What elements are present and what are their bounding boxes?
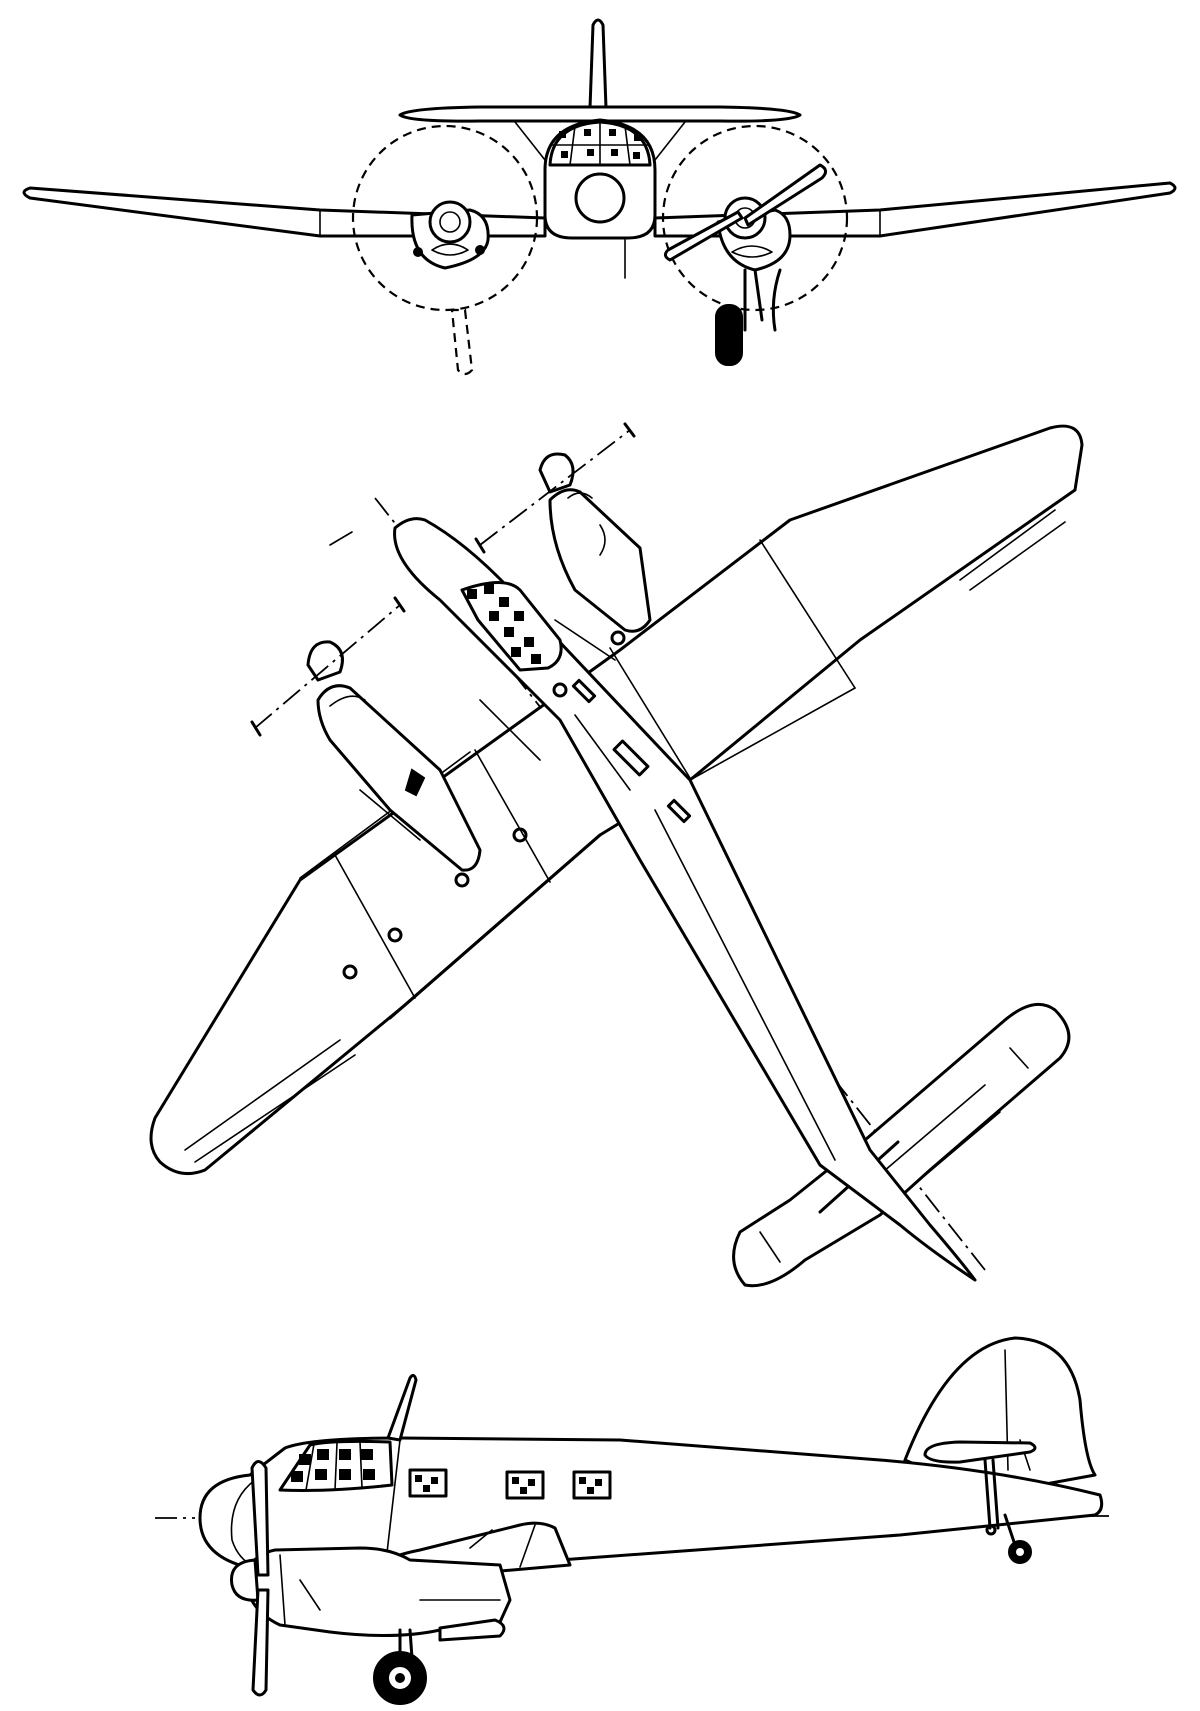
top-left-propeller-arc <box>254 604 401 729</box>
front-nose <box>574 172 626 224</box>
front-fin <box>588 18 608 110</box>
front-right-propeller-disc <box>661 124 849 312</box>
side-antenna-mast <box>386 1373 418 1442</box>
front-left-gear-retracted <box>450 308 474 376</box>
front-left-propeller-disc <box>351 124 539 312</box>
top-cockpit-frames <box>467 584 541 664</box>
top-cockpit-glazing <box>460 581 563 672</box>
top-left-engine-nacelle <box>316 684 482 872</box>
front-right-wheel <box>715 304 743 366</box>
top-tailplane <box>732 1002 1071 1288</box>
side-tailplane <box>923 1440 1037 1464</box>
side-cockpit-frames <box>291 1449 375 1482</box>
front-view <box>22 18 1177 376</box>
side-spinner <box>229 1558 260 1602</box>
top-right-spinner <box>538 452 575 494</box>
side-propeller-lower-blade <box>251 1588 270 1697</box>
front-tailplane <box>398 105 802 123</box>
top-fuselage <box>393 517 977 1282</box>
top-right-propeller-arc <box>479 429 631 546</box>
top-wing-markings <box>342 630 626 980</box>
top-flap-left <box>388 833 602 1020</box>
front-left-engine-cowl <box>428 200 472 244</box>
side-propeller-upper-blade <box>250 1460 270 1577</box>
front-right-propeller-blade <box>743 163 827 227</box>
side-windows <box>408 1468 612 1500</box>
side-view <box>155 1336 1115 1705</box>
top-right-engine-nacelle <box>548 488 652 633</box>
top-left-spinner <box>306 640 344 682</box>
top-view <box>149 422 1084 1288</box>
